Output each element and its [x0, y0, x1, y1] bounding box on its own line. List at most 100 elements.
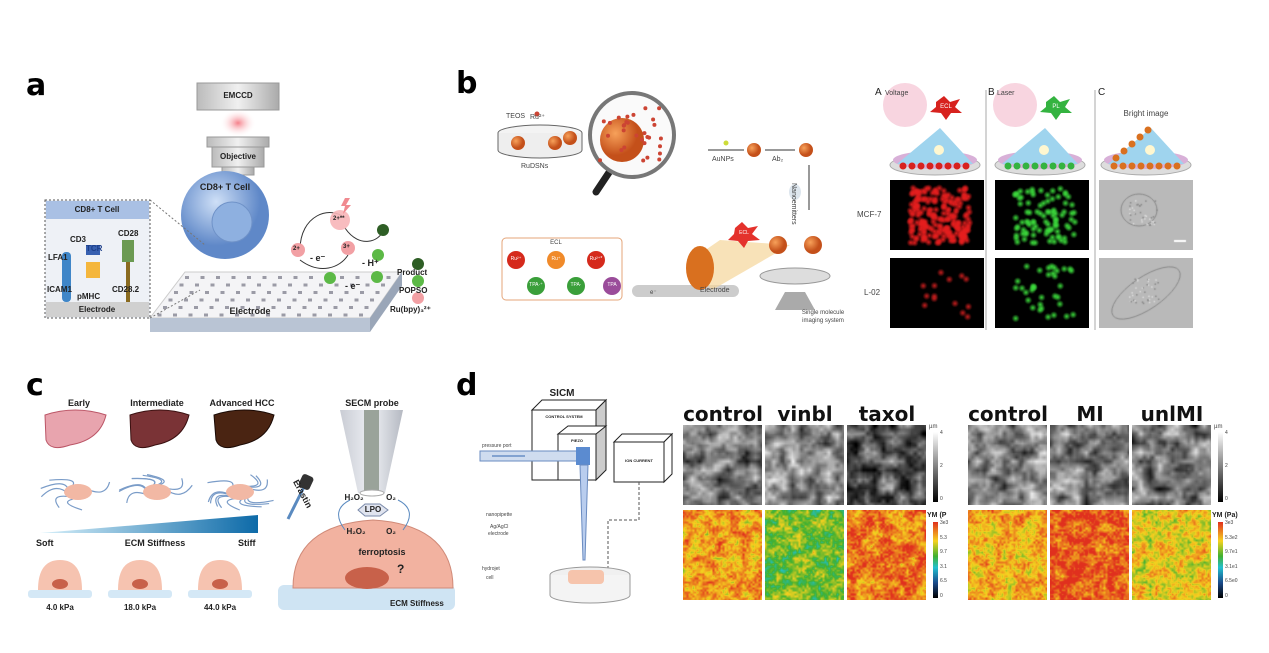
pmhc-label: pMHC — [77, 292, 101, 301]
light-beam — [220, 109, 256, 137]
cycle-tpa-radical: TPA· — [570, 282, 582, 288]
ecl-star — [728, 222, 760, 248]
emccd-label: EMCCD — [223, 91, 253, 100]
condition-label: vinbl — [777, 402, 833, 426]
cd28 — [122, 240, 134, 262]
height-map — [683, 425, 762, 505]
col-c-letter: C — [1098, 87, 1106, 98]
height-unit: µm — [1214, 424, 1223, 430]
condition-label: unlMI — [1140, 402, 1204, 426]
youngs-modulus-map — [847, 510, 926, 600]
col-b-mode: Laser — [997, 90, 1015, 97]
height-tick: 2 — [940, 463, 943, 469]
ym-tick: 3e3 — [940, 520, 949, 526]
rudsns-label: RuDSNs — [521, 163, 549, 170]
ym-tick: 6.5e0 — [1225, 578, 1238, 584]
lfa1-label: LFA1 — [48, 253, 68, 262]
pressure-port-label: pressure port — [482, 443, 512, 449]
icam1-label: ICAM1 — [47, 285, 72, 294]
height-tick: 4 — [940, 430, 943, 436]
ion-current-label: ION CURRENT — [625, 458, 653, 463]
col-a-signal: ECL — [940, 104, 952, 110]
height-map — [1050, 425, 1129, 505]
tcr — [86, 245, 100, 255]
cell — [568, 570, 604, 584]
o2-in: O₂ — [386, 527, 396, 536]
col-a-mode: Voltage — [885, 90, 909, 97]
piezo-label: PIEZO — [570, 438, 584, 443]
objective-label: Objective — [219, 152, 257, 161]
stage-intermediate: Intermediate — [130, 398, 184, 408]
question-mark: ? — [397, 562, 405, 576]
teos-label: TEOS — [506, 113, 526, 120]
bright-image-mcf7 — [1099, 180, 1193, 250]
height-map — [968, 425, 1047, 505]
nucleus — [211, 201, 253, 243]
sicm-title: SICM — [549, 388, 575, 399]
aunps-label: AuNPs — [712, 156, 734, 163]
height-tick: 2 — [1225, 463, 1228, 469]
agagcl-label-2: electrode — [488, 531, 509, 537]
col-b-letter: B — [988, 87, 995, 98]
ym-tick: 0 — [1225, 592, 1228, 599]
cycle-ru2: Ru²⁺ — [510, 256, 522, 262]
cycle-tpa-cation: TPA·⁺ — [529, 282, 543, 288]
emccd-camera — [196, 82, 280, 111]
ym-colorbar — [1218, 522, 1223, 598]
erastin-dropper — [286, 484, 307, 520]
agagcl-label-1: Ag/AgCl — [490, 524, 509, 530]
hydrojet-label: hydrojet — [482, 566, 500, 572]
nanopipette-label: nanopipette — [486, 512, 513, 518]
nanoemitter — [799, 143, 813, 157]
condition-label: control — [683, 402, 763, 426]
ru3-label: 3+ — [343, 244, 350, 250]
liver-intermediate — [129, 409, 190, 449]
height-colorbar — [933, 432, 938, 502]
ru-3plus — [341, 241, 355, 255]
ecm-substrate — [278, 585, 455, 610]
ab2-label: Ab₂ — [772, 156, 784, 163]
stiffness-4kpa: 4.0 kPa — [46, 603, 74, 612]
scale-stiff: Stiff — [238, 538, 256, 548]
condition-label: MI — [1076, 402, 1104, 426]
panel-label-a: a — [26, 68, 47, 103]
cycle-ru-excited: Ru²⁺* — [589, 256, 603, 262]
cd28-label: CD28 — [118, 229, 139, 238]
ru2-label: 2+ — [293, 246, 300, 252]
col-b-signal: PL — [1052, 104, 1060, 110]
electron-label: e⁻ — [650, 290, 657, 296]
stiffness-44kpa: 44.0 kPa — [203, 603, 237, 612]
ecl-image-l02 — [890, 258, 984, 328]
cell-label-d: cell — [486, 575, 494, 581]
cell-label: CD8+ T Cell — [199, 182, 251, 192]
ion-current-box — [613, 441, 665, 483]
o2-out: O₂ — [386, 493, 396, 502]
ym-unit: YM (Pa) — [1212, 512, 1238, 519]
height-map — [1132, 425, 1211, 505]
pl-image-l02 — [995, 258, 1089, 328]
imaging-label-1: Single molecule — [801, 310, 845, 316]
height-unit: µm — [929, 424, 938, 430]
secm-probe-label: SECM probe — [345, 398, 399, 408]
icam1-lfa1 — [62, 252, 71, 302]
ecl-star-label: ECL — [739, 230, 749, 236]
row-mcf7-label: MCF-7 — [857, 210, 882, 219]
electrode-label: Electrode — [229, 306, 271, 316]
pl-image-mcf7 — [995, 180, 1089, 250]
liver-early — [44, 409, 107, 449]
lightning-icon — [341, 198, 351, 214]
ru-excited-label: 2+** — [333, 216, 345, 222]
stiffness-18kpa: 18.0 kPa — [123, 603, 157, 612]
imaging-label-2: imaging system — [802, 318, 844, 324]
height-tick: 0 — [1225, 496, 1228, 502]
ym-tick: 9.7 — [940, 549, 947, 555]
liver-advanced — [213, 409, 275, 449]
ru-2plus — [291, 243, 305, 257]
e2-label: - e⁻ — [345, 281, 361, 291]
ecl-image-mcf7 — [890, 180, 984, 250]
e1-label: - e⁻ — [310, 253, 326, 263]
